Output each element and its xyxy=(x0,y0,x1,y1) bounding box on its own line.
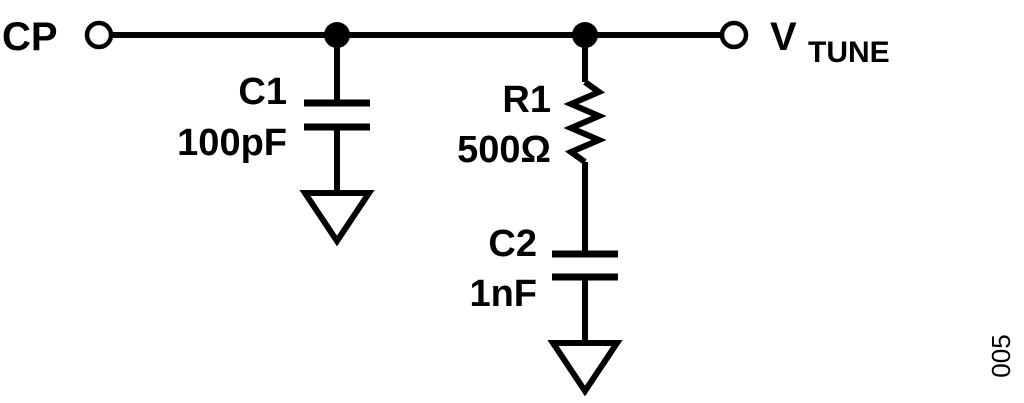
ground-c1 xyxy=(299,190,375,247)
vtune-label-main: V xyxy=(770,15,797,59)
cp-label: CP xyxy=(2,15,58,59)
c2-value: 1nF xyxy=(469,273,537,315)
resistor-r1 xyxy=(563,35,607,254)
r1-designator: R1 xyxy=(502,79,551,121)
r1-value: 500Ω xyxy=(457,129,551,171)
vtune-label-subscript: TUNE xyxy=(808,36,890,69)
ground-c2 xyxy=(547,340,623,397)
cp-terminal xyxy=(84,20,114,50)
figure-number: 005 xyxy=(986,334,1016,377)
c1-value: 100pF xyxy=(177,122,287,164)
capacitor-c1 xyxy=(304,35,370,193)
capacitor-c2 xyxy=(552,250,618,343)
c2-designator: C2 xyxy=(488,223,537,265)
c1-designator: C1 xyxy=(238,71,287,113)
vtune-terminal xyxy=(719,20,749,50)
